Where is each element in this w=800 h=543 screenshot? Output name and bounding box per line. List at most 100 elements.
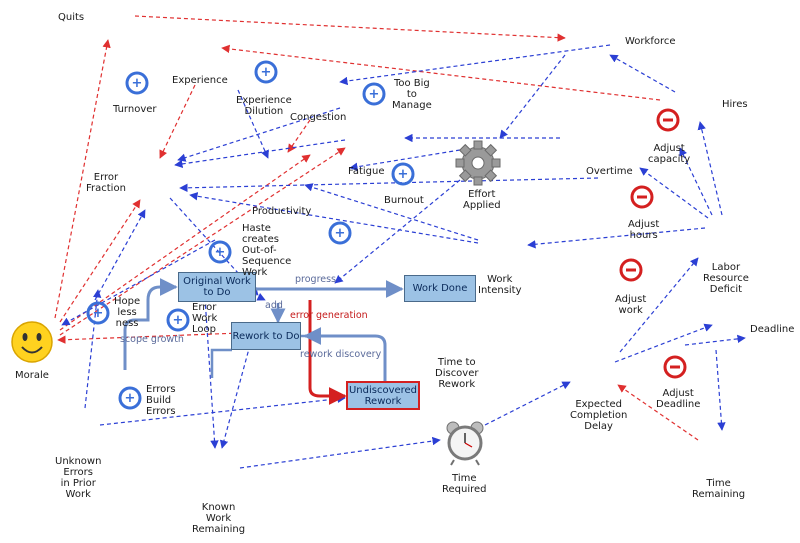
link-morale-quits: [54, 39, 111, 319]
flow-error-generation-label: error generation: [290, 310, 368, 321]
var-time-remaining: Time Remaining: [692, 478, 746, 500]
link-experience-error-fraction: [159, 84, 196, 159]
alarm-clock-icon: [446, 421, 484, 466]
link-experience-dilution-error: [237, 89, 269, 159]
svg-text:+: +: [215, 245, 226, 260]
var-workforce: Workforce: [625, 36, 676, 47]
var-experience: Experience: [172, 75, 228, 86]
link-time-required-expected: [484, 381, 571, 426]
link-haste-errorwork: [239, 287, 266, 301]
link-morale-error-fraction: [59, 199, 141, 323]
link-haste-morale: [61, 239, 216, 326]
link-quits-workforce: [134, 15, 566, 42]
var-work-intensity: Work Intensity: [478, 274, 522, 296]
svg-text:+: +: [125, 391, 136, 406]
pipe-rework-return: [210, 348, 232, 378]
link-effort-progress: [334, 179, 461, 284]
stock-rework[interactable]: Rework to Do: [231, 322, 301, 350]
link-fatigue-morale-2: [59, 147, 346, 336]
var-adjust-hours: Adjust hours: [628, 219, 660, 241]
link-toobig-error: [177, 107, 341, 162]
var-labor-deficit: Labor Resource Deficit: [703, 262, 749, 295]
flow-scope-growth-label: scope growth: [120, 334, 184, 345]
var-effort-applied: Effort Applied: [463, 189, 501, 211]
svg-text:+: +: [398, 167, 409, 182]
link-effort-fatigue: [349, 149, 461, 171]
link-workforce-experience-dilution: [339, 44, 611, 86]
gear-icon: [455, 140, 501, 186]
var-unknown-errors: Unknown Errors in Prior Work: [55, 456, 102, 500]
reinforcing-loop-icons: + + + + + + + + +: [86, 60, 415, 410]
var-turnover: Turnover: [113, 104, 157, 115]
link-deficit-overtime: [639, 167, 709, 219]
var-hope-less-ness: Hope less ness: [114, 296, 141, 329]
link-morale-unknown: [84, 289, 102, 409]
var-morale: Morale: [15, 370, 49, 381]
balancing-loop-icons: [619, 108, 687, 379]
stock-work-done[interactable]: Work Done: [404, 275, 476, 302]
flow-rework-discovery-label: rework discovery: [300, 349, 382, 360]
link-kwr-time-required: [239, 436, 441, 469]
link-fatigue-morale-1: [59, 154, 311, 331]
negative-causal-links: [54, 15, 699, 441]
var-adjust-deadline: Adjust Deadline: [656, 388, 701, 410]
var-overtime: Overtime: [586, 166, 633, 177]
link-rework-kwr: [219, 344, 251, 449]
link-congestion-error-fraction: [287, 119, 311, 153]
svg-text:+: +: [173, 313, 184, 328]
svg-text:+: +: [369, 87, 380, 102]
link-hires-workforce: [609, 54, 676, 93]
link-hope-error: [94, 209, 146, 301]
link-scope-morale: [57, 332, 241, 344]
link-intensity-prod: [304, 183, 479, 241]
link-expected-deficit: [619, 257, 699, 353]
svg-text:+: +: [335, 226, 346, 241]
stock-flow-pipes: [123, 278, 404, 405]
link-overtime-fatigue: [179, 177, 599, 193]
link-congestion-error2: [174, 139, 346, 169]
link-deficit-adjust-hours: [527, 227, 706, 249]
link-adjust-deadline-deadline: [684, 334, 746, 346]
var-congestion: Congestion: [290, 112, 347, 123]
svg-text:+: +: [261, 65, 272, 80]
link-deficit-hires: [697, 121, 723, 216]
pipe-scope-growth: [123, 278, 178, 370]
var-error-work-loop: Error Work Loop: [192, 302, 218, 335]
stock-original-work[interactable]: Original Work to Do: [178, 272, 256, 302]
var-error-fraction: Error Fraction: [86, 172, 126, 194]
smiley-icon: [11, 321, 53, 363]
var-expected-completion: Expected Completion Delay: [570, 399, 628, 432]
link-deadline-time-remaining: [715, 349, 726, 431]
var-adjust-work: Adjust work: [615, 294, 647, 316]
link-adjust-capacity-experience: [221, 44, 661, 101]
var-experience-dilution: Experience Dilution: [236, 95, 292, 117]
var-productivity: Productivity: [252, 206, 312, 217]
link-workforce-effort: [499, 54, 566, 139]
positive-causal-links: [61, 44, 746, 469]
link-error-fraction-errgen: [169, 197, 259, 296]
var-quits: Quits: [58, 12, 85, 23]
var-errors-build-errors: Errors Build Errors: [146, 384, 176, 417]
var-adjust-capacity: Adjust capacity: [648, 143, 691, 165]
stock-undiscovered-rework[interactable]: Undiscovered Rework: [346, 381, 420, 410]
var-time-required: Time Required: [442, 473, 487, 495]
link-deadline-expected: [617, 384, 699, 441]
var-fatigue: Fatigue: [348, 166, 385, 177]
var-deadline: Deadline: [750, 324, 795, 335]
var-too-big-to-manage: Too Big to Manage: [392, 78, 432, 111]
flow-progress-label: progress: [295, 274, 337, 285]
var-known-work-remaining: Known Work Remaining: [192, 502, 246, 535]
link-unknown-errors-rework: [99, 394, 346, 426]
pipe-rework-discovery: [303, 327, 387, 383]
var-haste: Haste creates Out-of- Sequence Work: [242, 223, 292, 278]
flow-add-label: add: [265, 300, 283, 311]
svg-text:+: +: [132, 76, 143, 91]
var-burnout: Burnout: [384, 195, 424, 206]
var-time-to-discover: Time to Discover Rework: [435, 357, 479, 390]
pipe-error-generation: [308, 300, 347, 405]
svg-text:+: +: [93, 306, 104, 321]
link-expected-deficit2: [614, 323, 713, 363]
var-hires: Hires: [722, 99, 748, 110]
link-deficit-adjust-capacity: [679, 147, 713, 216]
